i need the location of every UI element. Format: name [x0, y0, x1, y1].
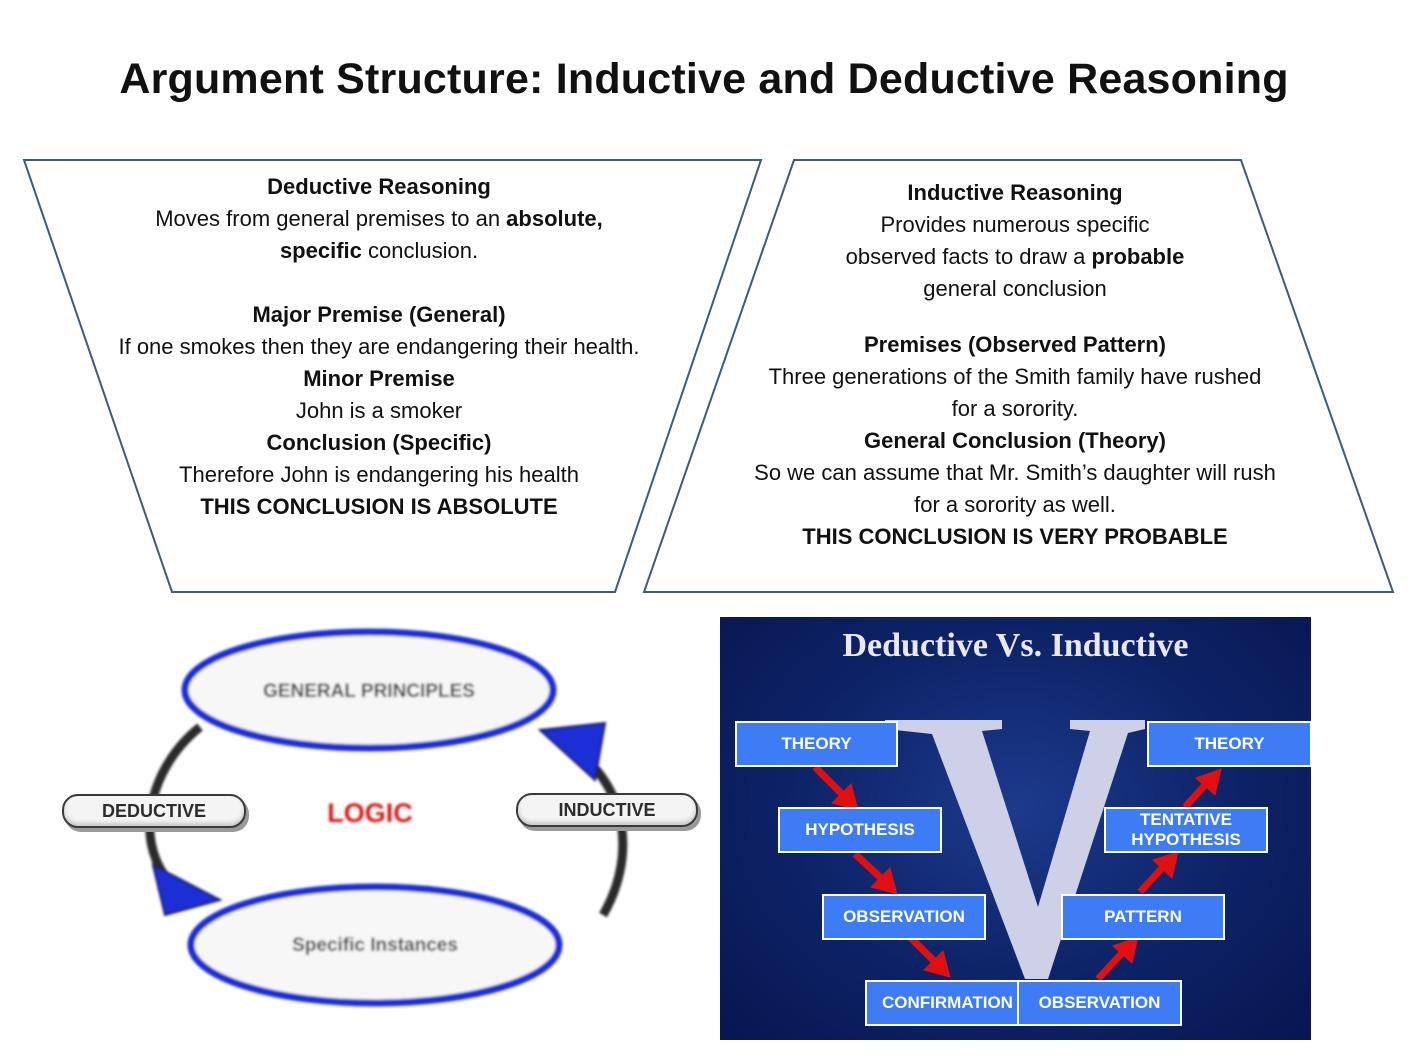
minor-premise-text: John is a smoker: [295, 398, 463, 423]
inductive-description-2: observed facts to draw a probable: [845, 244, 1185, 269]
premises-label: Premises (Observed Pattern): [863, 332, 1167, 357]
left-step-hypothesis: HYPOTHESIS: [778, 807, 942, 853]
inductive-description-1: Provides numerous specific: [880, 212, 1150, 237]
major-premise-text: If one smokes then they are endangering …: [118, 334, 640, 359]
deductive-heading: Deductive Reasoning: [267, 174, 491, 199]
v-diagram-panel: Deductive Vs. Inductive THEORY HYPOTHESI…: [720, 617, 1311, 1040]
page-title: Argument Structure: Inductive and Deduct…: [119, 55, 1289, 103]
right-step-theory: THEORY: [1147, 721, 1311, 767]
trapezoid-frames: [22, 159, 1395, 593]
deductive-arrowhead: [151, 863, 223, 917]
right-step-tentative-hypothesis: TENTATIVE HYPOTHESIS: [1104, 807, 1268, 853]
general-principles-label: GENERAL PRINCIPLES: [263, 681, 475, 702]
left-step-confirmation: CONFIRMATION: [865, 980, 1030, 1026]
inductive-verdict: THIS CONCLUSION IS VERY PROBABLE: [802, 524, 1228, 549]
deductive-panel: Deductive Reasoning Moves from general p…: [95, 171, 663, 523]
deductive-trapezoid: [22, 159, 763, 593]
big-v-letter: [885, 720, 1145, 979]
inductive-panel: Inductive Reasoning Provides numerous sp…: [735, 177, 1295, 553]
inductive-trapezoid: [642, 159, 1395, 593]
specific-instances-ellipse: [187, 883, 563, 1007]
inductive-description-3: general conclusion: [923, 276, 1107, 301]
inductive-conclusion-label: General Conclusion (Theory): [864, 428, 1166, 453]
minor-premise-label: Minor Premise: [303, 366, 455, 391]
logic-cycle-diagram: GENERAL PRINCIPLES Specific Instances LO…: [145, 628, 628, 1007]
inductive-arrowhead: [537, 721, 607, 782]
logic-label: LOGIC: [327, 798, 413, 828]
general-principles-ellipse: [181, 628, 557, 752]
left-step-theory: THEORY: [735, 721, 898, 767]
premises-text: Three generations of the Smith family ha…: [768, 364, 1262, 421]
deductive-description: Moves from general premises to an absolu…: [155, 206, 603, 263]
deductive-conclusion-label: Conclusion (Specific): [266, 430, 492, 455]
inductive-arc: [572, 746, 628, 918]
deductive-pill: DEDUCTIVE: [62, 794, 246, 828]
deductive-verdict: THIS CONCLUSION IS ABSOLUTE: [200, 494, 558, 519]
inductive-pill: INDUCTIVE: [516, 793, 698, 827]
deductive-conclusion-text: Therefore John is endangering his health: [179, 462, 579, 487]
left-red-arrows: [812, 764, 951, 978]
specific-instances-label: Specific Instances: [292, 935, 458, 956]
inductive-heading: Inductive Reasoning: [907, 180, 1123, 205]
right-step-pattern: PATTERN: [1061, 894, 1225, 940]
right-red-arrows: [1095, 768, 1222, 982]
right-step-observation: OBSERVATION: [1017, 980, 1182, 1026]
v-diagram-title: Deductive Vs. Inductive: [842, 627, 1189, 664]
left-step-observation: OBSERVATION: [822, 894, 986, 940]
inductive-conclusion-text: So we can assume that Mr. Smith’s daught…: [754, 460, 1276, 517]
major-premise-label: Major Premise (General): [252, 302, 506, 327]
v-diagram-graphics: [812, 720, 1222, 982]
